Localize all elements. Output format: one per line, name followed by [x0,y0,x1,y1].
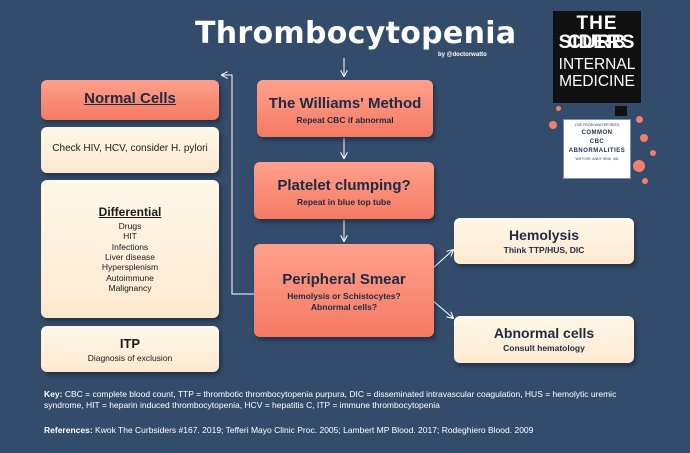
itp-box: ITP Diagnosis of exclusion [41,326,219,372]
abnormal-cells-box: Abnormal cells Consult hematology [454,316,634,363]
key-legend: Key: CBC = complete blood count, TTP = t… [44,389,654,412]
key-label: Key: [44,389,63,399]
abnormal-subtitle: Consult hematology [503,343,585,353]
references-text: Kwok The Curbsiders #167. 2019; Tefferi … [95,425,534,435]
mini-logo-icon [615,106,627,116]
differential-item: Hypersplenism [101,262,159,273]
differential-box: Differential Drugs HIT Infections Liver … [41,180,219,318]
williams-method-box: The Williams' Method Repeat CBC if abnor… [257,80,433,137]
decorative-dot [642,178,648,184]
page-title: Thrombocytopenia [195,16,517,51]
check-text: Check HIV, HCV, consider H. pylori [52,143,208,154]
byline: by @doctorwatto [438,52,487,58]
decorative-dot [549,121,557,129]
card-line-1: COMMON [581,130,613,136]
hemolysis-subtitle: Think TTP/HUS, DIC [503,245,585,255]
decorative-dot [636,116,643,123]
curbsiders-logo: THE CURB SIDERS INTERNAL MEDICINE [553,11,641,103]
differential-item: Infections [111,241,149,252]
williams-subtitle: Repeat CBC if abnormal [296,115,394,125]
connector-smear-to-hemolysis [431,250,453,270]
decorative-dot [556,106,561,111]
references-label: References: [44,425,93,435]
normal-cells-box: Normal Cells [41,80,219,120]
differential-item: HIT [123,231,137,242]
connector-smear-to-abnormal [431,299,453,318]
decorative-dot [633,160,645,172]
check-box: Check HIV, HCV, consider H. pylori [41,127,219,173]
williams-title: The Williams' Method [268,95,422,112]
differential-title: Differential [98,205,162,219]
peripheral-smear-box: Peripheral Smear Hemolysis or Schistocyt… [254,244,434,337]
differential-list: Drugs HIT Infections Liver disease Hyper… [41,221,219,294]
card-bottom: WITH DR. ANDY SINK, MD [575,157,619,161]
differential-item: Drugs [118,221,142,231]
episode-card: LIVE FROM WALTER REED COMMON CBC ABNORMA… [563,119,631,179]
itp-subtitle: Diagnosis of exclusion [87,353,173,363]
logo-line-3: INTERNAL [558,56,636,73]
references: References: Kwok The Curbsiders #167. 20… [44,425,654,435]
decorative-dot [650,150,656,156]
smear-subtitle-1: Hemolysis or Schistocytes? [287,291,401,301]
itp-title: ITP [119,336,141,351]
differential-item: Malignancy [108,283,152,294]
platelet-clumping-box: Platelet clumping? Repeat in blue top tu… [254,162,434,219]
clumping-subtitle: Repeat in blue top tube [297,197,391,207]
abnormal-title: Abnormal cells [493,325,595,341]
logo-line-2: SIDERS [558,32,636,53]
clumping-title: Platelet clumping? [277,177,411,194]
decorative-dot [640,134,648,142]
key-text: CBC = complete blood count, TTP = thromb… [44,389,617,411]
differential-item: Liver disease [104,252,156,263]
card-line-2: CBC [589,139,605,145]
card-line-3: ABNORMALITIES [568,148,626,154]
logo-line-1: THE CURB [567,13,627,53]
hemolysis-title: Hemolysis [508,227,580,243]
differential-item: Autoimmune [106,272,154,283]
connector-smear-to-normal-cells [222,75,254,295]
card-top: LIVE FROM WALTER REED [574,123,620,127]
smear-title: Peripheral Smear [282,271,406,288]
normal-cells-label: Normal Cells [84,90,176,107]
hemolysis-box: Hemolysis Think TTP/HUS, DIC [454,218,634,264]
smear-subtitle-2: Abnormal cells? [310,301,378,312]
logo-line-4: MEDICINE [559,73,635,90]
